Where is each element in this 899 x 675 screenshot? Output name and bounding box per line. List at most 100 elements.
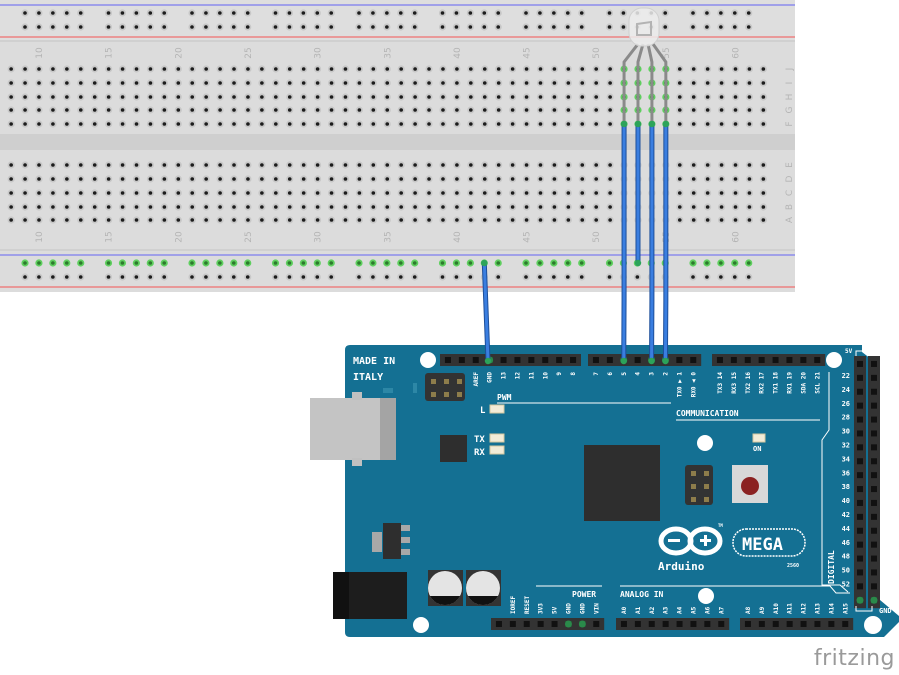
header-digital-side-right-pin[interactable] bbox=[871, 486, 877, 493]
breadboard-hole[interactable] bbox=[329, 261, 334, 265]
breadboard-hole[interactable] bbox=[64, 275, 69, 279]
breadboard-hole[interactable] bbox=[677, 177, 682, 181]
breadboard-hole[interactable] bbox=[733, 218, 738, 222]
breadboard-hole[interactable] bbox=[552, 108, 557, 112]
breadboard-hole[interactable] bbox=[371, 108, 376, 112]
breadboard-hole[interactable] bbox=[524, 163, 529, 167]
breadboard-hole[interactable] bbox=[621, 11, 626, 15]
breadboard-hole[interactable] bbox=[274, 122, 278, 126]
breadboard-hole[interactable] bbox=[399, 163, 403, 167]
breadboard-hole[interactable] bbox=[552, 95, 557, 99]
breadboard-hole[interactable] bbox=[733, 122, 738, 126]
breadboard-hole[interactable] bbox=[579, 275, 584, 279]
breadboard-hole[interactable] bbox=[538, 163, 543, 167]
header-analog-a8-a15-pin[interactable] bbox=[828, 621, 835, 627]
breadboard-hole[interactable] bbox=[524, 191, 529, 195]
breadboard-hole[interactable] bbox=[579, 25, 584, 29]
breadboard-hole[interactable] bbox=[482, 218, 487, 222]
breadboard-hole[interactable] bbox=[148, 275, 153, 279]
header-analog-a0-a7-pin[interactable] bbox=[634, 621, 641, 627]
breadboard-hole[interactable] bbox=[455, 177, 459, 181]
header-analog-a0-a7-pin[interactable] bbox=[704, 621, 711, 627]
breadboard-hole[interactable] bbox=[413, 177, 417, 181]
breadboard-hole[interactable] bbox=[37, 261, 41, 265]
breadboard-hole[interactable] bbox=[427, 122, 431, 126]
breadboard-hole[interactable] bbox=[524, 81, 529, 85]
breadboard-hole[interactable] bbox=[524, 108, 529, 112]
breadboard-hole[interactable] bbox=[496, 95, 501, 99]
breadboard-hole[interactable] bbox=[469, 122, 473, 126]
breadboard-hole[interactable] bbox=[190, 67, 195, 71]
breadboard-hole[interactable] bbox=[705, 163, 710, 167]
breadboard-hole[interactable] bbox=[357, 81, 362, 85]
breadboard-hole[interactable] bbox=[385, 95, 390, 99]
breadboard-hole[interactable] bbox=[176, 205, 181, 209]
breadboard-hole[interactable] bbox=[190, 122, 195, 126]
breadboard-hole[interactable] bbox=[538, 177, 543, 181]
breadboard-hole[interactable] bbox=[427, 81, 431, 85]
breadboard-hole[interactable] bbox=[9, 67, 13, 71]
breadboard-hole[interactable] bbox=[37, 275, 41, 279]
breadboard-hole[interactable] bbox=[496, 191, 501, 195]
breadboard-hole[interactable] bbox=[691, 205, 696, 209]
breadboard-hole[interactable] bbox=[120, 191, 125, 195]
breadboard-hole[interactable] bbox=[176, 95, 181, 99]
breadboard-hole[interactable] bbox=[343, 67, 348, 71]
breadboard-hole[interactable] bbox=[371, 81, 376, 85]
breadboard-hole[interactable] bbox=[23, 122, 27, 126]
breadboard-hole[interactable] bbox=[231, 11, 236, 15]
breadboard-hole[interactable] bbox=[204, 261, 208, 265]
breadboard-hole[interactable] bbox=[148, 205, 153, 209]
breadboard-hole[interactable] bbox=[232, 218, 236, 222]
header-analog-a0-a7-pin[interactable] bbox=[648, 621, 655, 627]
breadboard-hole[interactable] bbox=[204, 108, 208, 112]
breadboard-hole[interactable] bbox=[677, 122, 682, 126]
breadboard-hole[interactable] bbox=[23, 261, 27, 265]
breadboard-hole[interactable] bbox=[524, 11, 528, 15]
breadboard-hole[interactable] bbox=[469, 81, 473, 85]
breadboard-hole[interactable] bbox=[204, 218, 208, 222]
breadboard-hole[interactable] bbox=[204, 67, 208, 71]
breadboard-hole[interactable] bbox=[218, 177, 222, 181]
breadboard-hole[interactable] bbox=[92, 205, 97, 209]
breadboard-hole[interactable] bbox=[565, 261, 570, 265]
breadboard-hole[interactable] bbox=[37, 108, 41, 112]
breadboard-hole[interactable] bbox=[719, 261, 723, 265]
breadboard-hole[interactable] bbox=[719, 25, 723, 29]
breadboard-hole[interactable] bbox=[747, 177, 752, 181]
breadboard-hole[interactable] bbox=[134, 163, 139, 167]
breadboard-hole[interactable] bbox=[441, 122, 445, 126]
breadboard-hole[interactable] bbox=[524, 95, 529, 99]
header-analog-a8-a15-pin[interactable] bbox=[744, 621, 751, 627]
breadboard-hole[interactable] bbox=[441, 191, 445, 195]
breadboard-hole[interactable] bbox=[468, 261, 473, 265]
header-digital-side-left-pin[interactable] bbox=[857, 430, 863, 437]
breadboard-hole[interactable] bbox=[329, 25, 334, 29]
breadboard-hole[interactable] bbox=[120, 205, 125, 209]
breadboard-hole[interactable] bbox=[51, 275, 55, 279]
breadboard-hole[interactable] bbox=[51, 25, 55, 29]
breadboard-hole[interactable] bbox=[232, 108, 236, 112]
header-analog-a8-a15-pin[interactable] bbox=[800, 621, 807, 627]
breadboard-hole[interactable] bbox=[260, 205, 264, 209]
breadboard-hole[interactable] bbox=[245, 11, 250, 15]
breadboard-hole[interactable] bbox=[594, 163, 598, 167]
breadboard-hole[interactable] bbox=[260, 163, 264, 167]
breadboard-hole[interactable] bbox=[65, 95, 69, 99]
breadboard-hole[interactable] bbox=[357, 11, 361, 15]
breadboard-hole[interactable] bbox=[78, 108, 83, 112]
breadboard-hole[interactable] bbox=[482, 122, 487, 126]
breadboard-hole[interactable] bbox=[231, 25, 236, 29]
breadboard-hole[interactable] bbox=[524, 122, 529, 126]
breadboard-hole[interactable] bbox=[218, 25, 222, 29]
breadboard-hole[interactable] bbox=[579, 261, 584, 265]
breadboard-hole[interactable] bbox=[398, 261, 403, 265]
header-analog-a8-a15-pin[interactable] bbox=[786, 621, 793, 627]
header-digital-side-right-pin[interactable] bbox=[871, 402, 877, 409]
breadboard-hole[interactable] bbox=[148, 261, 153, 265]
breadboard-hole[interactable] bbox=[287, 95, 292, 99]
breadboard-hole[interactable] bbox=[120, 11, 125, 15]
breadboard-hole[interactable] bbox=[120, 108, 125, 112]
header-digital-side-right-pin[interactable] bbox=[871, 527, 877, 534]
breadboard-hole[interactable] bbox=[246, 81, 250, 85]
